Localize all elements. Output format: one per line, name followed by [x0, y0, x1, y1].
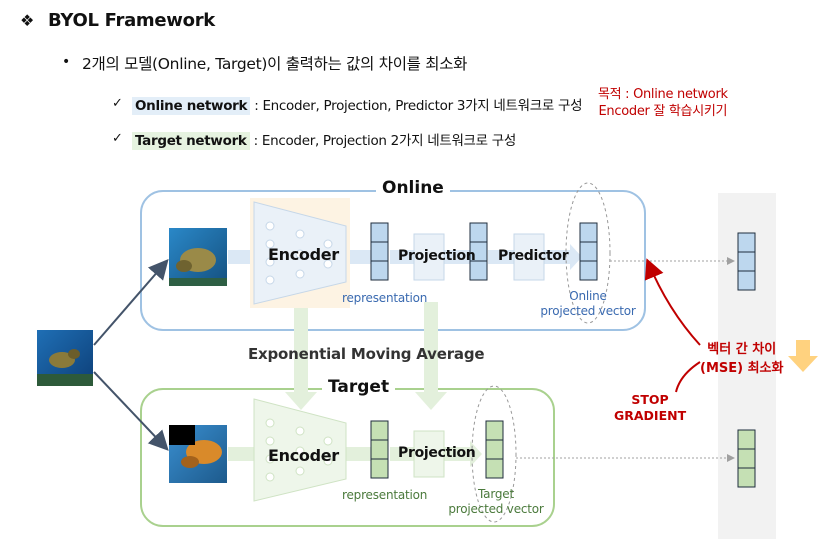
gradient-arrow: [644, 258, 701, 346]
online-vector-label-line1: Online: [569, 289, 607, 303]
target-projection-label: Projection: [398, 445, 476, 461]
online-representation-label: representation: [342, 291, 428, 305]
mse-line1: 벡터 간 차이: [707, 342, 777, 357]
target-label: Target: [322, 377, 396, 397]
stop-gradient-label: STOP GRADIENT: [614, 392, 686, 424]
input-image: [37, 330, 93, 386]
online-representation-vector: [370, 222, 389, 281]
stop-gradient-line1: STOP: [631, 392, 669, 407]
ema-arrow-encoder: [285, 302, 317, 410]
diamond-bullet-icon: ❖: [20, 11, 35, 30]
goal-note: 목적 : Online network Encoder 잘 학습시키기: [598, 86, 728, 120]
bullet-text: 2개의 모델(Online, Target)이 출력하는 값의 차이를 최소화: [82, 55, 468, 73]
minimize-arrow-icon: [788, 340, 818, 372]
target-vector-label: Target projected vector: [446, 487, 546, 517]
target-encoder-neurons: [265, 418, 333, 482]
online-network-item: Online network : Encoder, Projection, Pr…: [132, 94, 583, 115]
target-flow: [228, 447, 258, 461]
goal-line-1: 목적 : Online network: [598, 87, 728, 102]
online-projection-block: [413, 233, 445, 281]
online-vector-label-line2: projected vector: [540, 304, 636, 318]
online-projection-label: Projection: [398, 248, 476, 264]
target-vector-label-line1: Target: [478, 487, 514, 501]
target-representation-vector: [370, 420, 389, 479]
gradient-arrow-tail: [675, 361, 701, 393]
mse-label: 벡터 간 차이 (MSE) 최소화: [700, 340, 783, 378]
online-encoder-neurons: [265, 221, 333, 285]
online-projection-vector: [469, 222, 488, 281]
goal-line-2: Encoder 잘 학습시키기: [598, 104, 728, 119]
target-network-desc: : Encoder, Projection 2가지 네트워크로 구성: [249, 133, 517, 149]
target-view-image: [169, 425, 227, 483]
online-flow-head: [570, 244, 582, 270]
loss-online-vector: [737, 232, 756, 291]
online-output-vector: [579, 222, 598, 281]
online-encoder-label: Encoder: [268, 245, 339, 264]
ema-arrow-projection: [415, 302, 447, 410]
online-vector-ellipse: [565, 182, 611, 324]
ema-label: Exponential Moving Average: [248, 345, 485, 363]
online-view-image: [169, 228, 227, 286]
online-vector-label: Online projected vector: [540, 289, 636, 319]
check-icon: ✓: [112, 131, 123, 146]
target-output-vector: [485, 420, 504, 479]
arrow-to-target-view: [93, 371, 169, 451]
target-flow: [340, 447, 372, 461]
mse-line2: (MSE) 최소화: [700, 361, 784, 376]
arrow-to-online-view: [93, 258, 169, 346]
check-icon: ✓: [112, 96, 123, 111]
online-predictor-label: Predictor: [498, 248, 569, 264]
target-encoder-label: Encoder: [268, 446, 339, 465]
target-vector-ellipse: [471, 385, 517, 523]
target-flow-head: [470, 441, 482, 467]
target-vector-label-line2: projected vector: [448, 502, 544, 516]
online-predictor-block: [513, 233, 545, 281]
target-representation-label: representation: [342, 488, 428, 502]
online-network-desc: : Encoder, Projection, Predictor 3가지 네트워…: [250, 98, 583, 114]
page-title: BYOL Framework: [48, 10, 215, 31]
stop-gradient-line2: GRADIENT: [614, 408, 687, 423]
bullet-dot-icon: •: [62, 54, 71, 70]
target-network-term: Target network: [132, 132, 250, 150]
online-network-term: Online network: [132, 97, 251, 115]
target-projection-block: [413, 430, 445, 478]
loss-target-vector: [737, 429, 756, 488]
target-network-item: Target network : Encoder, Projection 2가지…: [132, 129, 517, 150]
online-label: Online: [376, 178, 450, 198]
